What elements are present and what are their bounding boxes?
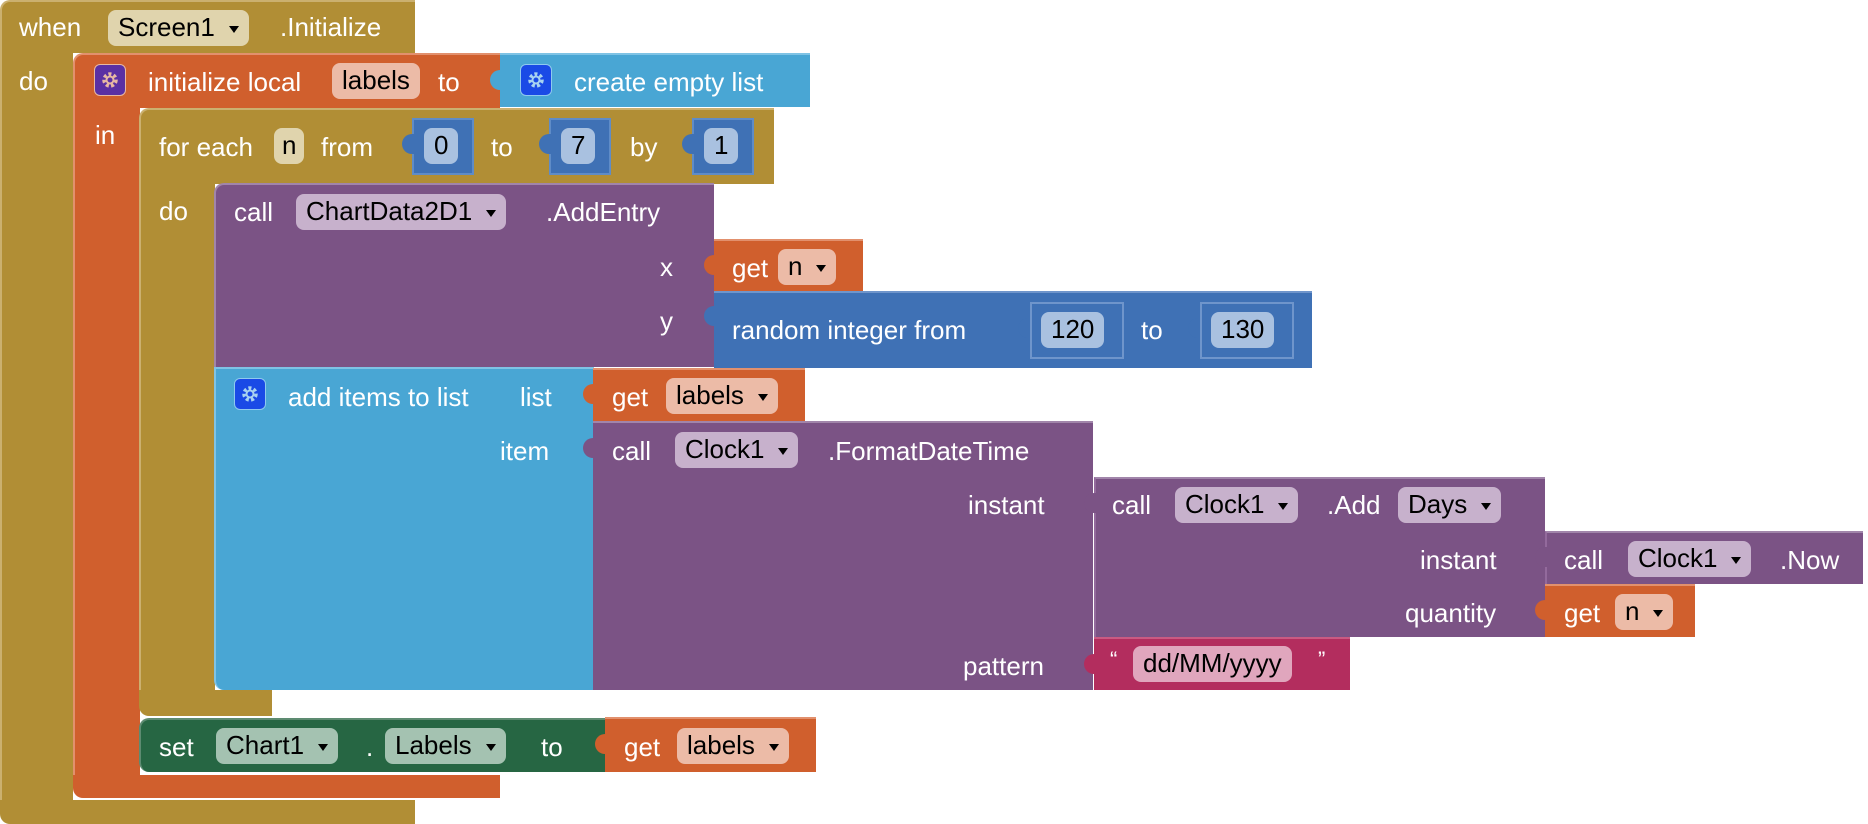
time-unit-dropdown[interactable]: Days (1398, 487, 1502, 523)
list-mutator-gear-icon[interactable] (520, 64, 552, 96)
value-socket-connector (490, 70, 502, 90)
get-label: get (612, 382, 649, 412)
format-method-label: .FormatDateTime (828, 436, 1030, 466)
x-param-label: x (660, 252, 673, 282)
for-each-bottom-arm (139, 690, 272, 716)
value-socket-connector (1018, 318, 1030, 338)
instant-param-label: instant (968, 490, 1045, 520)
now-call-label: call (1564, 545, 1604, 575)
open-quote-icon: “ (1110, 647, 1118, 672)
set-to-label: to (541, 732, 563, 762)
initialize-local-body (73, 107, 140, 777)
item-param-label: item (500, 436, 550, 466)
clock-component-dropdown[interactable]: Clock1 (1628, 541, 1752, 577)
random-to-label: to (1141, 315, 1163, 345)
initialize-local-block[interactable] (73, 53, 500, 108)
for-from-label: from (321, 132, 373, 162)
event-name-label: .Initialize (280, 12, 382, 42)
format-call-label: call (612, 436, 652, 466)
initialize-local-label: initialize local (148, 67, 302, 97)
chartdata-component-dropdown[interactable]: ChartData2D1 (296, 194, 507, 230)
get-label: get (732, 253, 769, 283)
init-to-label: to (438, 67, 460, 97)
value-socket-connector (704, 255, 716, 275)
random-from-field[interactable]: 120 (1041, 312, 1105, 348)
event-block-bottom-arm (0, 800, 415, 824)
property-dot-label: . (366, 732, 374, 762)
value-socket-connector (682, 134, 694, 154)
get-variable-dropdown[interactable]: labels (677, 728, 789, 764)
value-socket-connector (1188, 318, 1200, 338)
when-label: when (19, 12, 82, 42)
add-instant-param-label: instant (1420, 545, 1497, 575)
event-do-label: do (19, 66, 48, 96)
event-block-body (0, 52, 73, 804)
random-to-field[interactable]: 130 (1211, 312, 1275, 348)
value-socket-connector (1535, 600, 1547, 620)
value-socket-connector (1084, 654, 1096, 674)
screen-component-dropdown[interactable]: Screen1 (108, 10, 249, 46)
value-socket-connector (539, 134, 551, 154)
add-days-call-label: call (1112, 490, 1152, 520)
loop-variable-name-field[interactable]: n (274, 128, 305, 164)
clock-component-dropdown[interactable]: Clock1 (1175, 487, 1299, 523)
format-date-time-block[interactable] (593, 421, 1093, 690)
pattern-text-field[interactable]: dd/MM/yyyy (1133, 646, 1292, 682)
from-number-field[interactable]: 0 (424, 128, 459, 164)
local-variable-name-field[interactable]: labels (332, 63, 420, 99)
list-param-label: list (520, 382, 552, 412)
now-method-label: .Now (1780, 545, 1840, 575)
for-each-label: for each (159, 132, 253, 162)
value-socket-connector (583, 384, 595, 404)
get-variable-dropdown[interactable]: n (1615, 594, 1674, 630)
add-entry-call-label: call (234, 197, 274, 227)
property-dropdown[interactable]: Labels (385, 728, 506, 764)
value-socket-connector (402, 134, 414, 154)
chart-component-dropdown[interactable]: Chart1 (216, 728, 339, 764)
get-label: get (624, 732, 661, 762)
for-each-body (139, 183, 215, 693)
add-items-label: add items to list (288, 382, 469, 412)
to-number-field[interactable]: 7 (561, 128, 596, 164)
pattern-param-label: pattern (963, 651, 1044, 681)
close-quote-icon: ” (1318, 647, 1326, 672)
init-in-label: in (95, 120, 116, 150)
for-to-label: to (491, 132, 513, 162)
list-mutator-gear-icon[interactable] (234, 378, 266, 410)
add-items-to-list-block[interactable] (214, 367, 594, 690)
create-empty-list-label: create empty list (574, 67, 764, 97)
y-param-label: y (660, 306, 673, 336)
get-variable-dropdown[interactable]: n (778, 249, 837, 285)
clock-component-dropdown[interactable]: Clock1 (675, 432, 799, 468)
random-integer-label: random integer from (732, 315, 967, 345)
value-socket-connector (1084, 493, 1096, 513)
value-socket-connector (1535, 547, 1547, 567)
for-do-label: do (159, 196, 188, 226)
initialize-local-bottom-arm (73, 775, 500, 798)
value-socket-connector (583, 438, 595, 458)
by-number-field[interactable]: 1 (704, 128, 739, 164)
value-socket-connector (704, 306, 716, 326)
quantity-param-label: quantity (1405, 598, 1497, 628)
value-socket-connector (595, 734, 607, 754)
set-label: set (159, 732, 194, 762)
for-by-label: by (630, 132, 658, 162)
mutator-gear-icon[interactable] (94, 64, 126, 96)
get-label: get (1564, 598, 1601, 628)
get-variable-dropdown[interactable]: labels (666, 378, 778, 414)
add-method-label: .Add (1327, 490, 1381, 520)
add-entry-method-label: .AddEntry (546, 197, 661, 227)
